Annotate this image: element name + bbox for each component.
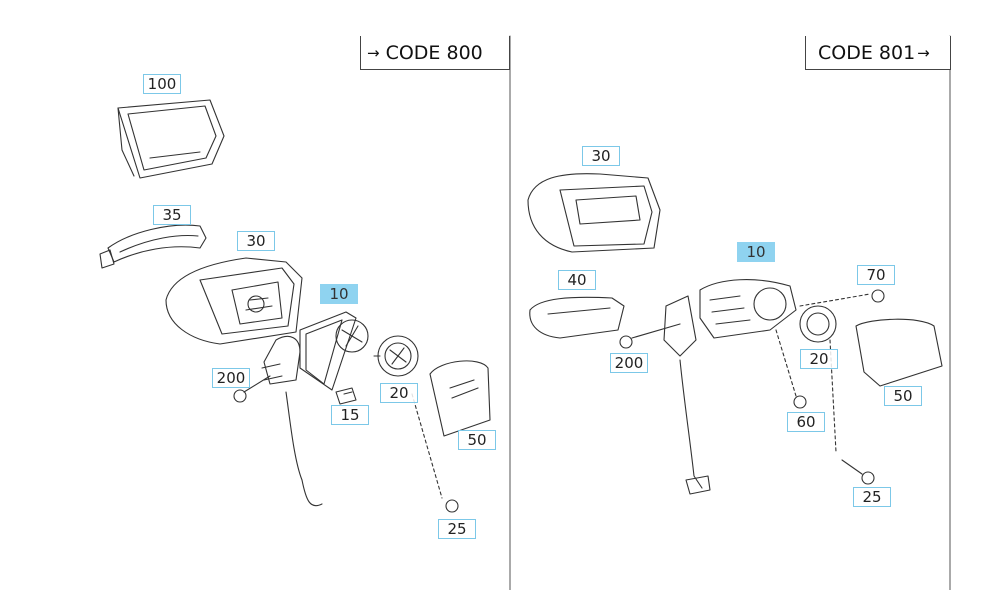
callout-15[interactable]: 15 (331, 405, 369, 425)
code-800-header: → CODE 800 (360, 36, 510, 70)
r-part-70-screw (799, 289, 885, 307)
callout-35[interactable]: 35 (153, 205, 191, 225)
callout-10[interactable]: 10 (320, 284, 358, 304)
part-35-turn-signal (99, 224, 207, 269)
code-801-label: CODE 801 (818, 41, 916, 64)
callout-30[interactable]: 30 (237, 231, 275, 251)
r-callout-40[interactable]: 40 (558, 270, 596, 290)
part-20-motor (373, 335, 419, 377)
r-callout-20[interactable]: 20 (800, 349, 838, 369)
r-part-10-base (663, 279, 797, 495)
r-callout-50[interactable]: 50 (884, 386, 922, 406)
part-50-mirror-glass (429, 360, 491, 437)
part-30-housing (165, 257, 303, 345)
r-callout-70[interactable]: 70 (857, 265, 895, 285)
callout-200[interactable]: 200 (212, 368, 250, 388)
r-part-30-housing (527, 173, 661, 253)
r-part-25-screw (841, 459, 875, 485)
r-part-50-mirror-glass (855, 318, 943, 387)
r-callout-200[interactable]: 200 (610, 353, 648, 373)
r-part-40-lamp (529, 296, 625, 339)
part-200-screw (233, 375, 271, 403)
callout-50[interactable]: 50 (458, 430, 496, 450)
code-801-header: CODE 801 → (805, 36, 951, 70)
part-25-screw (411, 393, 459, 513)
callout-100[interactable]: 100 (143, 74, 181, 94)
code-800-label: CODE 800 (385, 41, 483, 64)
arrow-right-icon: → (917, 43, 930, 62)
r-callout-10[interactable]: 10 (737, 242, 775, 262)
r-callout-60[interactable]: 60 (787, 412, 825, 432)
callout-25[interactable]: 25 (438, 519, 476, 539)
r-callout-25[interactable]: 25 (853, 487, 891, 507)
part-100-mirror-cover (117, 99, 225, 179)
callout-20[interactable]: 20 (380, 383, 418, 403)
part-10-base (261, 311, 369, 507)
r-callout-30[interactable]: 30 (582, 146, 620, 166)
part-15-clip (335, 387, 357, 405)
arrow-right-icon: → (367, 43, 380, 62)
r-part-60-screw (775, 329, 807, 409)
r-part-200-screw (619, 323, 681, 349)
